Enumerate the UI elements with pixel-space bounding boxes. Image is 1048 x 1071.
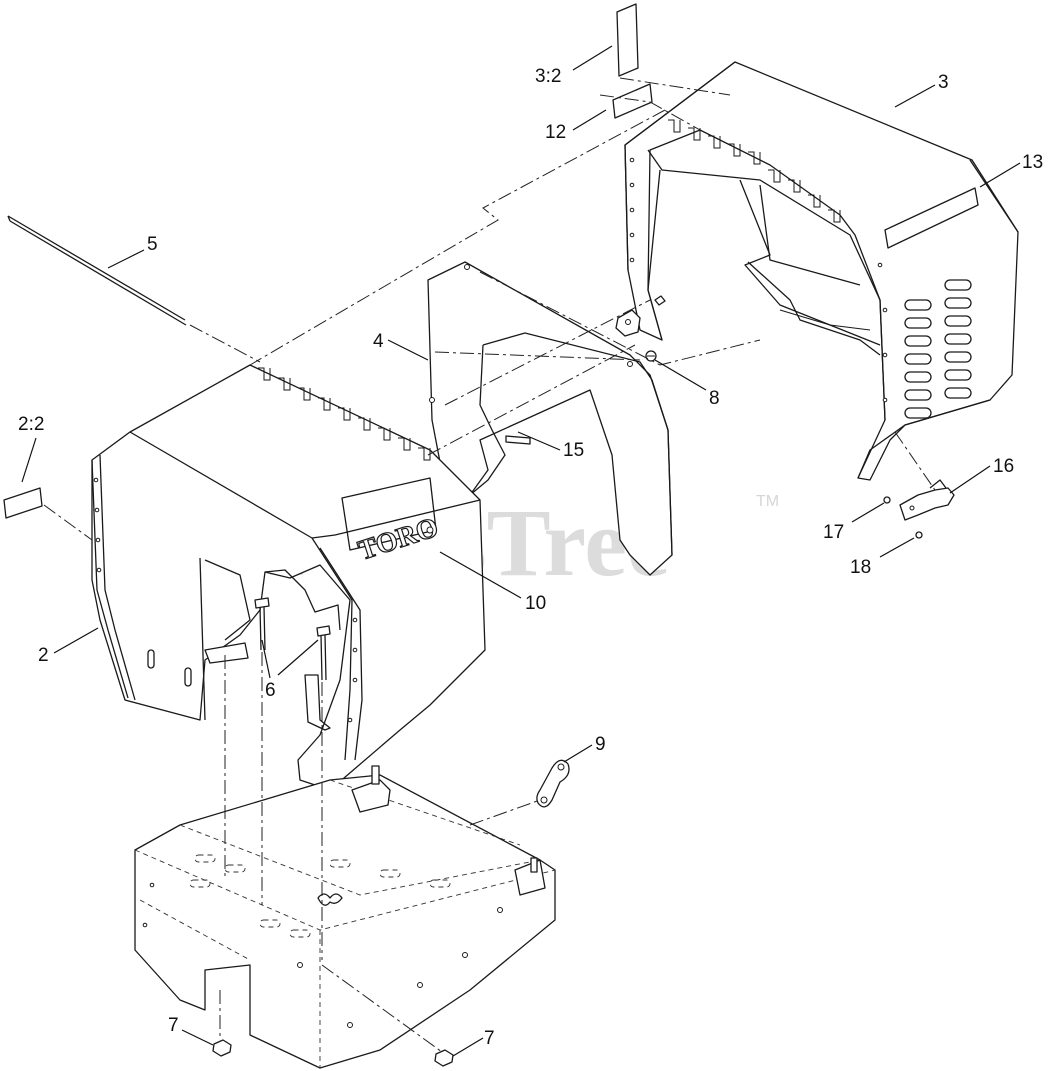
part-3-rear-hood [615,61,1019,481]
callout-9: 9 [595,734,606,755]
part-2-front-hood: TORO [91,364,486,791]
part-16-latch [899,479,955,521]
decal-3-2 [616,3,639,77]
callout-6: 6 [265,680,276,701]
part-6-bolts [254,597,331,681]
callout-7-left: 7 [168,1015,179,1036]
callout-labels: 3:2 12 3 13 5 4 8 15 2:2 16 17 18 10 2 6… [18,66,1043,1049]
callout-13: 13 [1022,152,1043,173]
callout-8: 8 [709,388,720,409]
watermark-trademark: TM [756,493,779,510]
part-17-screw [883,496,891,504]
part-8-fastener [645,350,657,362]
callout-15: 15 [563,440,584,461]
callout-17: 17 [823,522,844,543]
callout-2-2: 2:2 [18,414,44,435]
base-frame [134,765,556,1069]
callout-7-right: 7 [484,1028,495,1049]
decal-2-2 [3,487,43,519]
part-9-strap [536,759,570,808]
leader-lines [21,45,1021,1057]
callout-12: 12 [545,122,566,143]
callout-3: 3 [938,72,949,93]
decal-12 [612,83,653,119]
callout-3-2: 3:2 [535,66,561,87]
callout-10: 10 [525,593,546,614]
part-7-nuts [212,1039,454,1067]
callout-4: 4 [373,331,384,352]
decal-15 [505,435,531,445]
callout-5: 5 [147,234,158,255]
part-5-rod [7,215,187,326]
callout-16: 16 [993,456,1014,477]
assembly-centerlines [43,77,936,1053]
callout-18: 18 [850,557,871,578]
logo-plate [341,477,437,551]
callout-2: 2 [38,645,49,666]
part-18-screw [915,531,923,539]
